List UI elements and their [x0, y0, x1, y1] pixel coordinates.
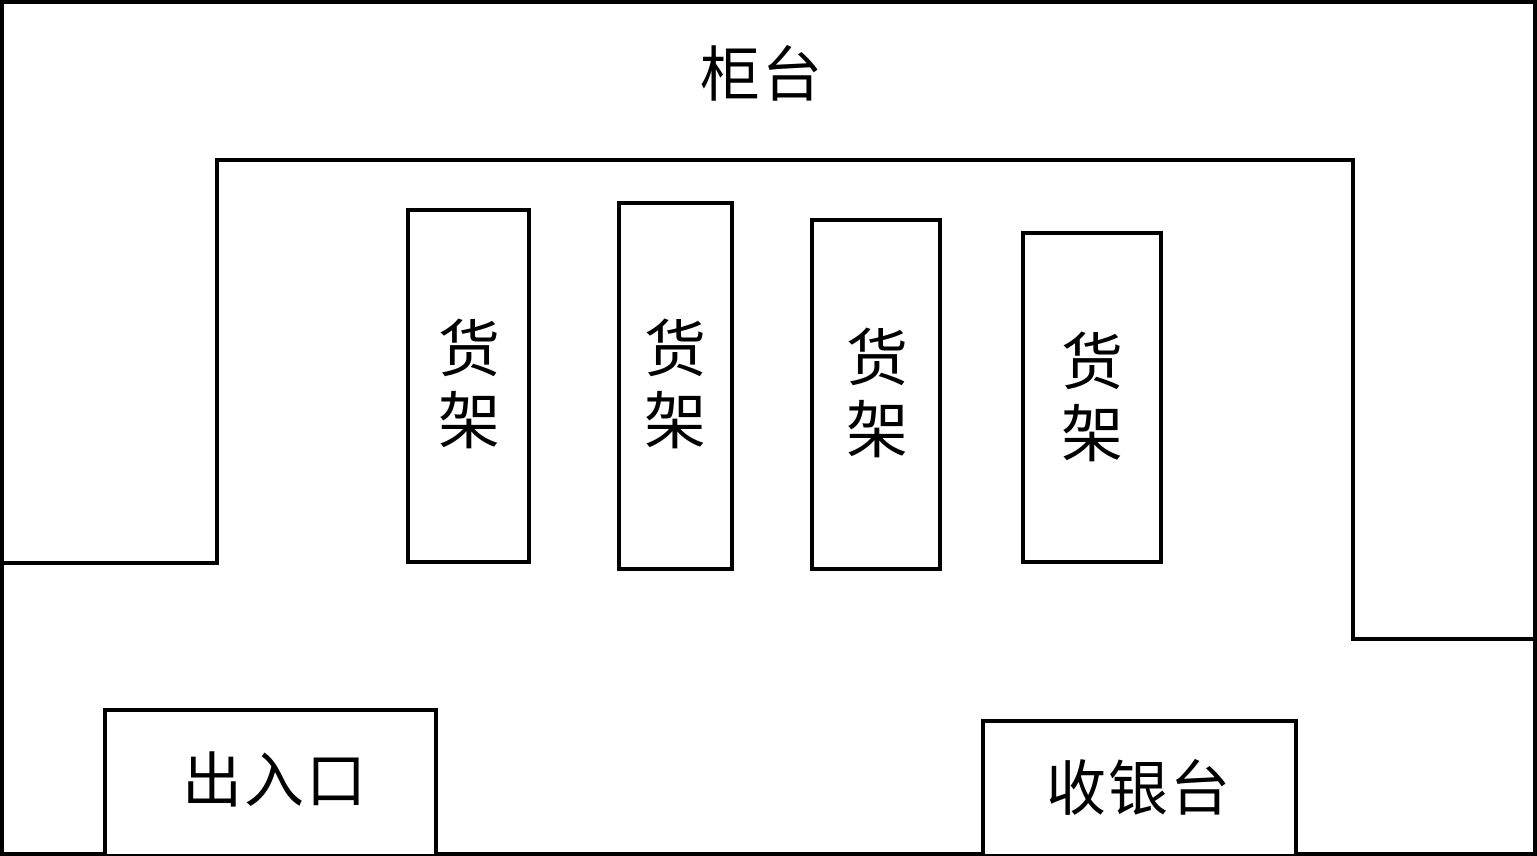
cashier-label: 收银台	[1046, 755, 1232, 825]
shelf-2	[617, 201, 734, 571]
shelf-1	[406, 208, 531, 564]
shelf-label: 货架	[643, 313, 706, 458]
entrance-box	[103, 708, 438, 856]
entrance-label: 出入口	[182, 747, 368, 817]
counter-label: 柜台	[700, 41, 824, 111]
shelf-label: 货架	[845, 322, 908, 467]
shelf-label: 货架	[437, 313, 500, 458]
counter-wall	[2, 158, 1535, 641]
shelf-4	[1021, 231, 1163, 564]
shelf-label: 货架	[1060, 326, 1123, 471]
cashier-box	[981, 719, 1298, 856]
shelf-3	[810, 218, 942, 571]
